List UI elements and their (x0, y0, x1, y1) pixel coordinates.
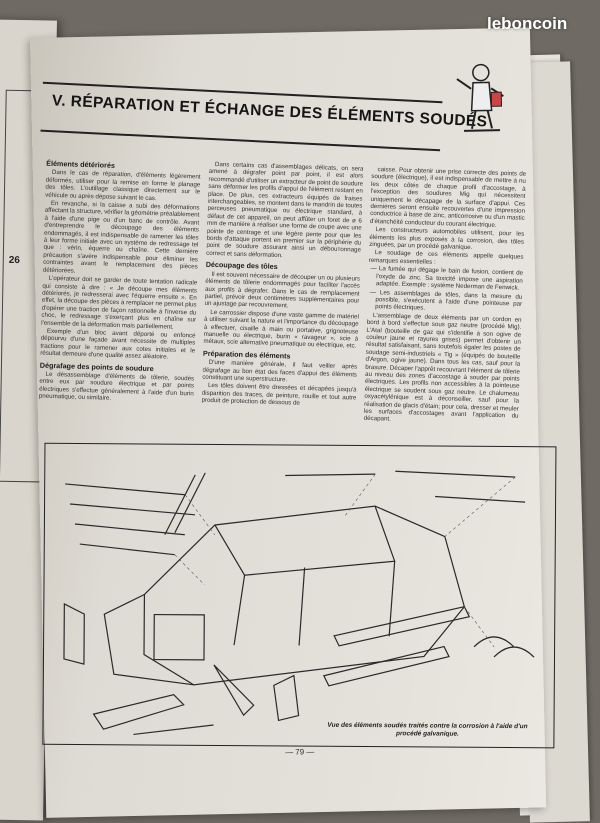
column-2: Dans certains cas d'assemblages délicats… (200, 160, 364, 466)
chapter-heading: V. RÉPARATION ET ÉCHANGE DES ÉLÉMENTS SO… (51, 92, 488, 131)
figure-caption: Vue des éléments soudés traités contre l… (327, 721, 528, 738)
leboncoin-watermark: leboncoin (487, 14, 568, 33)
mechanic-mascot-icon (456, 63, 504, 132)
paragraph: Dans certains cas d'assemblages délicats… (206, 160, 364, 260)
paragraph: Dans le cas de réparation, d'éléments lé… (45, 169, 201, 202)
column-3: caisse. Pour obtenir une prise correcte … (362, 166, 527, 471)
paragraph: Les tôles doivent être dressées et décap… (201, 382, 357, 407)
chapter-banner: V. RÉPARATION ET ÉCHANGE DES ÉLÉMENTS SO… (40, 81, 488, 152)
paragraph: Le carrossier dispose d'une vaste gamme … (203, 308, 360, 350)
paragraph: Il est souvent nécessaire de découper un… (204, 270, 361, 310)
paragraph: L'opérateur doit se garder de toute tent… (41, 274, 198, 331)
paragraph: L'assemblage de deux éléments par un cor… (363, 311, 522, 424)
page-number: — 79 — (284, 747, 315, 757)
left-page-number: 26 (8, 254, 21, 267)
magazine-page: V. RÉPARATION ET ÉCHANGE DES ÉLÉMENTS SO… (30, 27, 557, 818)
paragraph: Exemple d'un bloc avant déporté ou enfon… (40, 327, 196, 361)
paragraph: En revanche, si la caisse a subi des déf… (42, 199, 200, 275)
paragraph: caisse. Pour obtenir une prise correcte … (369, 166, 527, 229)
car-body-drawing (63, 470, 535, 736)
exploded-car-illustration: Vue des éléments soudés traités contre l… (42, 442, 557, 749)
paragraph: Le désassemblage d'éléments de tôlerie, … (38, 370, 195, 403)
